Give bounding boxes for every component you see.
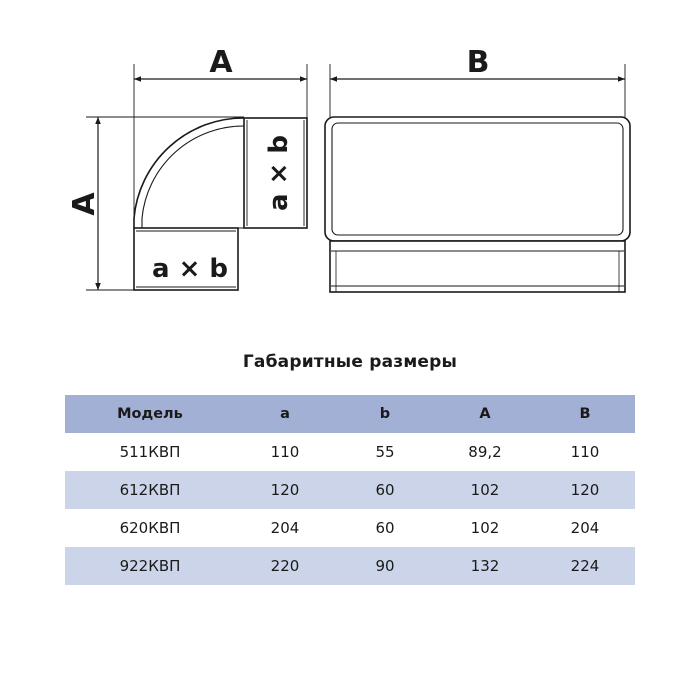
straight-duct-drawing [324, 64, 631, 293]
duct-flange [329, 240, 626, 293]
cell-B: 204 [535, 509, 635, 547]
cell-A: 102 [435, 471, 535, 509]
table-row: 612КВП 120 60 102 120 [65, 471, 635, 509]
table-row: 620КВП 204 60 102 204 [65, 509, 635, 547]
table-title: Габаритные размеры [242, 352, 458, 372]
cell-b: 60 [335, 509, 435, 547]
header-model: Модель [65, 395, 235, 433]
cell-B: 224 [535, 547, 635, 585]
dimensions-table: Модель a b A B 511КВП 110 55 89,2 110 61… [65, 395, 635, 585]
cell-model: 612КВП [65, 471, 235, 509]
cell-model: 620КВП [65, 509, 235, 547]
cell-a: 110 [235, 433, 335, 471]
side-socket [243, 117, 308, 229]
header-b: b [335, 395, 435, 433]
elbow-side-section-label: a × b [264, 135, 294, 211]
table-row: 511КВП 110 55 89,2 110 [65, 433, 635, 471]
elbow-bottom-section-label: a × b [152, 254, 228, 284]
table-header-row: Модель a b A B [65, 395, 635, 433]
cell-b: 55 [335, 433, 435, 471]
duct-body-inner [331, 122, 624, 236]
cell-b: 90 [335, 547, 435, 585]
cell-B: 110 [535, 433, 635, 471]
elbow-height-label: A [67, 192, 102, 216]
header-B: B [535, 395, 635, 433]
header-A: A [435, 395, 535, 433]
cell-A: 102 [435, 509, 535, 547]
cell-model: 922КВП [65, 547, 235, 585]
header-a: a [235, 395, 335, 433]
cell-a: 220 [235, 547, 335, 585]
elbow-inner-corner [236, 220, 245, 229]
cell-model: 511КВП [65, 433, 235, 471]
cell-b: 60 [335, 471, 435, 509]
cell-B: 120 [535, 471, 635, 509]
elbow-drawing [86, 64, 308, 291]
cell-a: 204 [235, 509, 335, 547]
duct-body [324, 116, 631, 242]
elbow-inner-curve [141, 125, 245, 228]
technical-drawing: A B A a × b a × b [67, 45, 631, 293]
elbow-width-label: A [209, 45, 233, 80]
cell-A: 89,2 [435, 433, 535, 471]
cell-a: 120 [235, 471, 335, 509]
elbow-outer-curve [133, 117, 245, 228]
table-row: 922КВП 220 90 132 224 [65, 547, 635, 585]
duct-length-label: B [467, 45, 490, 80]
bottom-socket [133, 227, 239, 291]
cell-A: 132 [435, 547, 535, 585]
